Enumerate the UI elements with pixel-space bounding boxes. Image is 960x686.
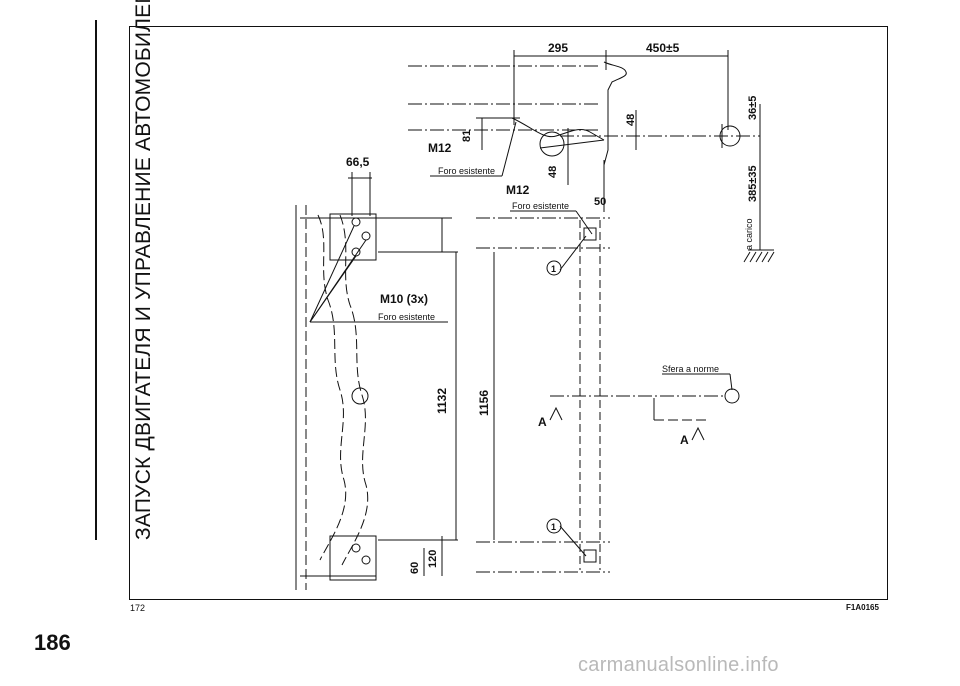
label-a-carico: a carico bbox=[744, 218, 754, 250]
label-m10: M10 (3x) bbox=[380, 292, 428, 306]
label-50: 50 bbox=[594, 196, 606, 208]
bolt-1 bbox=[351, 217, 361, 227]
ball-section bbox=[724, 388, 740, 404]
figure-code: F1A0165 bbox=[846, 603, 879, 612]
label-48-top: 48 bbox=[625, 114, 637, 126]
mount-plate-top bbox=[583, 227, 597, 241]
label-120: 120 bbox=[427, 550, 439, 568]
label-36: 36±5 bbox=[747, 96, 759, 120]
leader-m10-1 bbox=[309, 225, 355, 323]
bumper-profile bbox=[603, 61, 627, 166]
label-a-left: A bbox=[538, 415, 547, 429]
label-295: 295 bbox=[548, 41, 568, 55]
callout-leader-bottom bbox=[559, 525, 587, 557]
callout-1-bottom: 1 bbox=[551, 522, 556, 532]
label-665: 66,5 bbox=[346, 155, 370, 169]
label-48-mid: 48 bbox=[547, 166, 559, 178]
label-a-right: A bbox=[680, 433, 689, 447]
mount-plate-bottom bbox=[583, 549, 597, 563]
label-foro-top: Foro esistente bbox=[438, 166, 495, 176]
chassis-curve-2 bbox=[339, 214, 369, 566]
bolt-4 bbox=[351, 543, 361, 553]
bolt-2 bbox=[361, 231, 371, 241]
leader-foro-mid bbox=[575, 210, 593, 235]
label-81: 81 bbox=[461, 130, 473, 142]
label-1156: 1156 bbox=[477, 390, 491, 416]
chassis-curve bbox=[317, 214, 347, 561]
leader-sfera bbox=[729, 373, 733, 391]
leader-foro-top bbox=[501, 121, 517, 177]
upper-bracket bbox=[329, 213, 377, 261]
label-foro-m10: Foro esistente bbox=[378, 312, 435, 322]
bolt-5 bbox=[361, 555, 371, 565]
label-450: 450±5 bbox=[646, 41, 680, 55]
chapter-side-title: ЗАПУСК ДВИГАТЕЛЯ И УПРАВЛЕНИЕ АВТОМОБИЛЕ… bbox=[62, 0, 155, 540]
label-385: 385±35 bbox=[747, 165, 759, 202]
lower-bracket bbox=[329, 535, 377, 581]
page-number: 186 bbox=[34, 630, 71, 655]
ball-top-view bbox=[351, 387, 369, 405]
figure-page-ref: 172 bbox=[130, 603, 146, 613]
watermark: carmanualsonline.info bbox=[578, 654, 779, 676]
section-arrow-left bbox=[549, 406, 563, 421]
bar-profile-lower bbox=[539, 139, 605, 149]
tow-ball bbox=[719, 125, 741, 147]
label-sfera: Sfera a norme bbox=[662, 364, 719, 374]
ground-hatch bbox=[743, 251, 775, 263]
label-foro-mid: Foro esistente bbox=[512, 201, 569, 211]
bar-profile bbox=[511, 117, 605, 141]
label-60: 60 bbox=[409, 562, 421, 574]
label-1132: 1132 bbox=[435, 388, 449, 414]
leader-m10-3 bbox=[309, 255, 357, 323]
callout-leader-top bbox=[559, 235, 587, 271]
figure-frame bbox=[129, 26, 888, 600]
side-rule bbox=[95, 20, 97, 540]
round-plate bbox=[539, 131, 565, 157]
callout-circle-bottom bbox=[546, 518, 562, 534]
label-m12-mid: M12 bbox=[506, 183, 530, 197]
label-m12-top: M12 bbox=[428, 141, 452, 155]
callout-1-top: 1 bbox=[551, 264, 556, 274]
section-arrow-right bbox=[691, 426, 705, 441]
callout-circle-top bbox=[546, 260, 562, 276]
